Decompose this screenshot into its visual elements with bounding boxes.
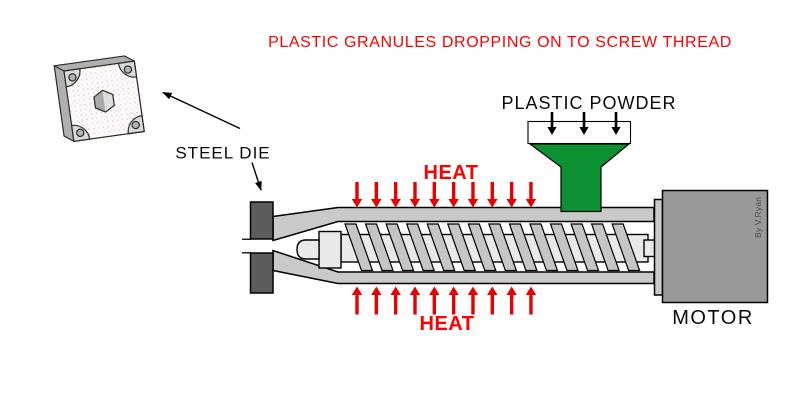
steel-die-pointer-arrow-machine	[251, 162, 262, 191]
heat-arrow-up-icon	[409, 286, 421, 315]
heat-arrow-down-icon	[525, 182, 537, 208]
screw-flight	[488, 223, 518, 272]
heat-arrow-up-icon	[429, 286, 440, 315]
powder-arrow-down-icon	[579, 112, 589, 135]
heat-arrows-bottom	[351, 286, 537, 315]
screw-flight	[529, 223, 559, 272]
heat-arrow-down-icon	[351, 182, 363, 208]
die-bolt-hole	[123, 65, 133, 74]
heat-arrow-down-icon	[506, 182, 517, 208]
heat-arrow-down-icon	[390, 182, 401, 208]
screw-flight	[385, 223, 415, 272]
heat-arrow-up-icon	[390, 286, 401, 315]
motor-label: MOTOR	[672, 307, 754, 329]
screw-flight	[508, 223, 538, 272]
screw-nose-tip	[296, 239, 320, 260]
die-hex-orifice	[93, 89, 115, 113]
screw-flight	[570, 223, 600, 272]
screw-flight	[467, 223, 497, 272]
heat-arrow-up-icon	[467, 286, 479, 315]
heat-arrow-down-icon	[371, 182, 382, 208]
steel-die-label: STEEL DIE	[175, 144, 270, 163]
heat-arrow-up-icon	[506, 286, 517, 315]
heat-arrow-down-icon	[409, 182, 421, 208]
screw-flight	[364, 223, 394, 272]
die-bolt-hole	[76, 128, 85, 138]
screw-flights	[344, 223, 641, 272]
heat-label-top: HEAT	[424, 162, 479, 184]
screw-flight	[405, 223, 435, 272]
motor-body	[661, 189, 769, 304]
credit-text: By V.Ryan	[753, 197, 763, 238]
heat-arrow-down-icon	[487, 182, 498, 208]
die-bolt-hole	[68, 73, 77, 82]
heat-arrow-down-icon	[467, 182, 479, 208]
screw-flight	[426, 223, 456, 272]
die-edge-line	[53, 65, 65, 72]
heat-arrows-top	[351, 182, 537, 208]
heat-label-bottom: HEAT	[420, 313, 475, 335]
plastic-powder-label: PLASTIC POWDER	[501, 93, 676, 113]
steel-die-pointer-arrow-illustration	[162, 91, 241, 130]
screw-flight	[549, 223, 579, 272]
heat-arrow-up-icon	[525, 286, 537, 315]
powder-arrow-down-icon	[547, 112, 557, 135]
heat-arrow-up-icon	[371, 286, 382, 315]
powder-arrows	[547, 112, 621, 135]
screw-flight	[446, 223, 477, 272]
motor-flange	[653, 198, 664, 296]
screw-flight	[611, 223, 641, 272]
steel-die-block-bottom	[249, 252, 274, 294]
heat-arrow-up-icon	[351, 286, 363, 315]
hopper-funnel	[528, 143, 631, 213]
heat-arrow-down-icon	[448, 182, 459, 208]
diagram-title: PLASTIC GRANULES DROPPING ON TO SCREW TH…	[268, 34, 732, 51]
heat-arrow-up-icon	[487, 286, 498, 315]
powder-arrow-down-icon	[611, 112, 621, 135]
screw-flight	[344, 223, 374, 272]
heat-arrow-up-icon	[448, 286, 459, 315]
die-bolt-hole	[131, 120, 140, 130]
screw-flight	[590, 223, 620, 272]
steel-die-block-top	[249, 201, 274, 240]
screw-nose-step	[318, 230, 342, 269]
heat-arrow-down-icon	[429, 182, 440, 208]
steel-die-illustration	[53, 55, 145, 142]
